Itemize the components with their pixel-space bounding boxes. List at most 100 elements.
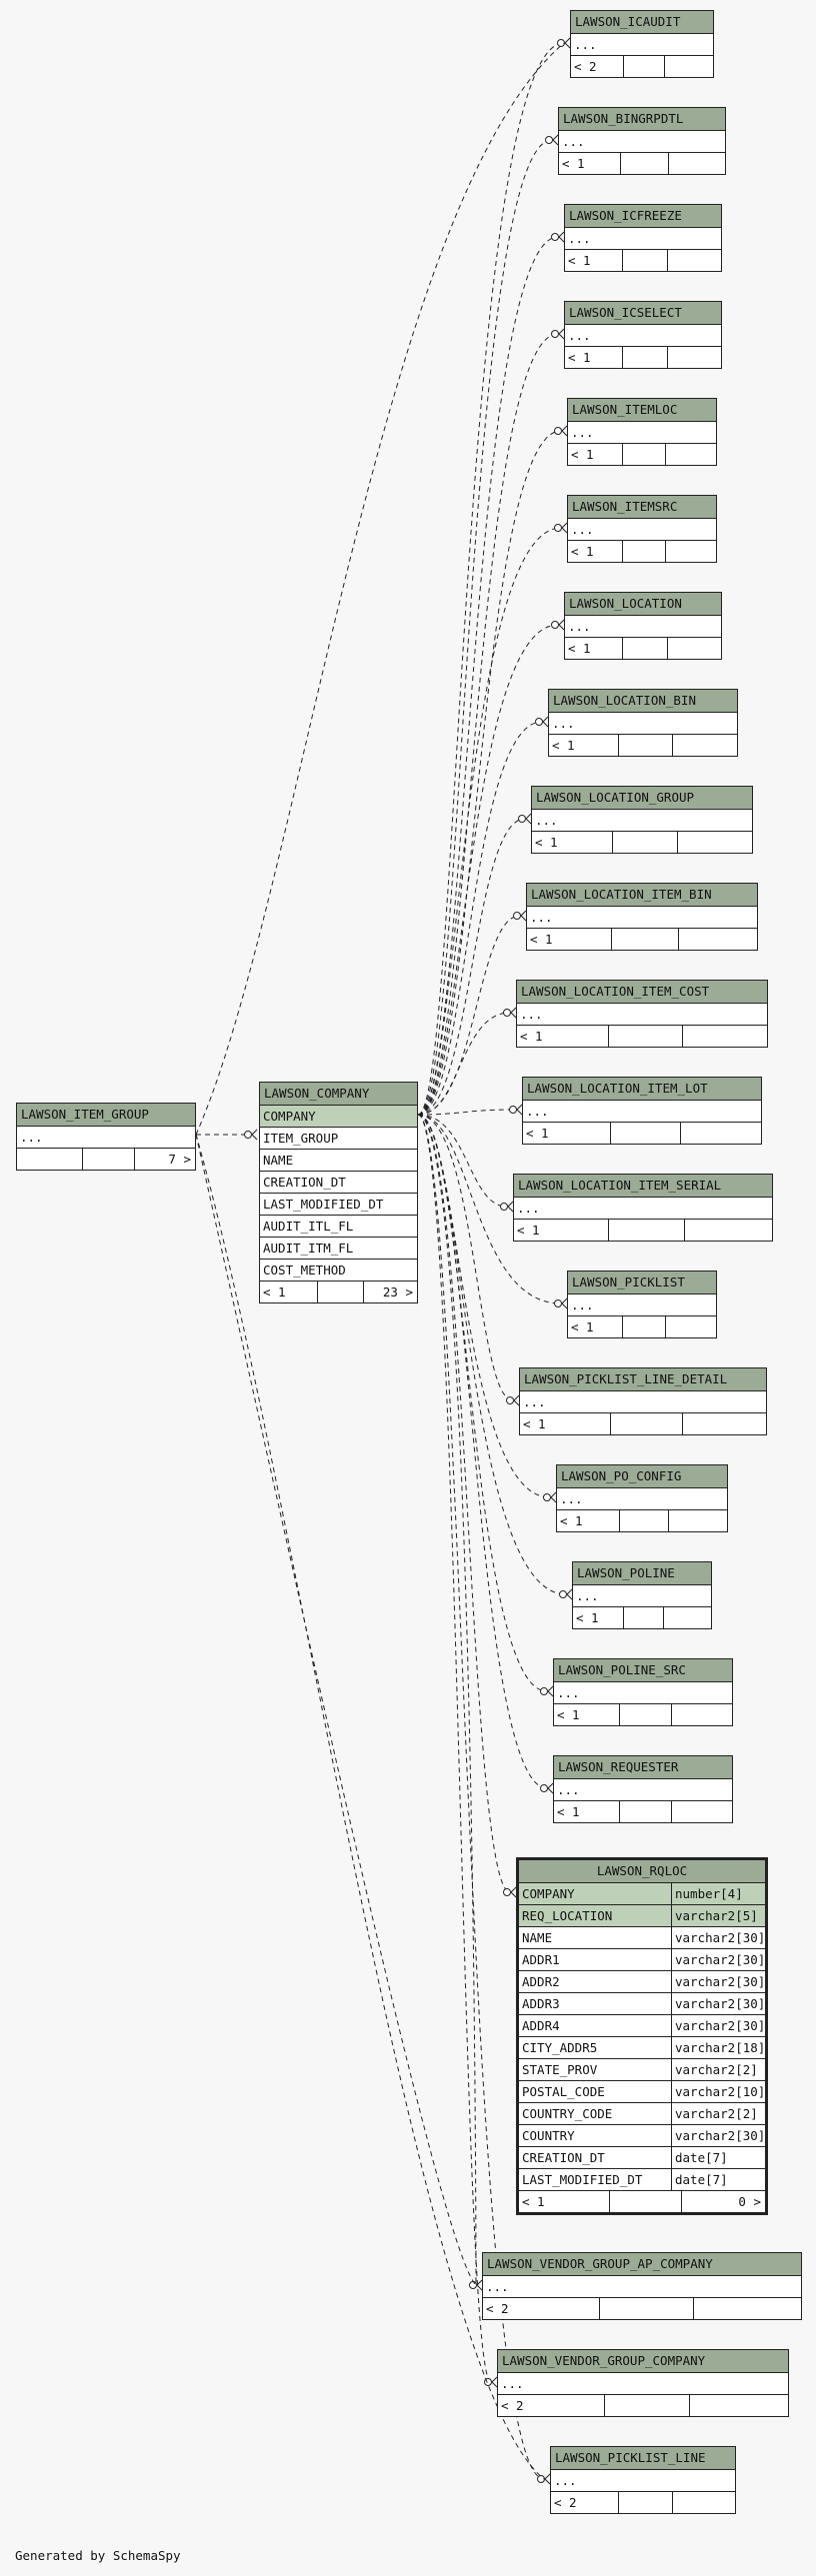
table-lawson-picklist[interactable]: LAWSON_PICKLIST...< 1 bbox=[567, 1271, 717, 1338]
table-column: ... bbox=[520, 1391, 766, 1413]
table-column: ... bbox=[527, 907, 757, 929]
table-column: ... bbox=[483, 2276, 801, 2298]
table-header: LAWSON_REQUESTER bbox=[554, 1756, 732, 1779]
table-lawson-po-config[interactable]: LAWSON_PO_CONFIG...< 1 bbox=[556, 1464, 728, 1532]
table-header: LAWSON_LOCATION_ITEM_SERIAL bbox=[514, 1175, 772, 1198]
table-footer: 7 > bbox=[17, 1149, 195, 1170]
relationship-edge bbox=[417, 721, 543, 1116]
table-footer: < 2 bbox=[483, 2298, 801, 2319]
table-lawson-vendor-group-ap-company[interactable]: LAWSON_VENDOR_GROUP_AP_COMPANY...< 2 bbox=[482, 2252, 802, 2320]
crows-foot-marker bbox=[551, 328, 565, 340]
table-column: ... bbox=[568, 422, 716, 444]
table-lawson-picklist-line-detail[interactable]: LAWSON_PICKLIST_LINE_DETAIL...< 1 bbox=[519, 1367, 767, 1435]
table-header: LAWSON_LOCATION bbox=[565, 593, 721, 616]
crows-foot-marker bbox=[513, 910, 527, 922]
table-footer: < 1 bbox=[565, 250, 721, 271]
table-lawson-itemloc[interactable]: LAWSON_ITEMLOC...< 1 bbox=[567, 398, 717, 466]
table-column: ITEM_GROUP bbox=[260, 1128, 417, 1150]
table-header: LAWSON_PICKLIST_LINE bbox=[551, 2447, 735, 2470]
table-lawson-poline[interactable]: LAWSON_POLINE...< 1 bbox=[572, 1561, 712, 1629]
table-footer: < 1 bbox=[565, 638, 721, 659]
table-footer: < 2 bbox=[551, 2492, 735, 2513]
relationship-edge bbox=[417, 1114, 548, 1789]
table-lawson-poline-src[interactable]: LAWSON_POLINE_SRC...< 1 bbox=[553, 1658, 733, 1726]
table-header: LAWSON_ICFREEZE bbox=[565, 205, 721, 228]
table-column: ... bbox=[514, 1198, 772, 1220]
crows-foot-marker bbox=[551, 231, 565, 243]
table-column: ... bbox=[571, 34, 713, 56]
table-lawson-location-item-serial[interactable]: LAWSON_LOCATION_ITEM_SERIAL...< 1 bbox=[513, 1174, 773, 1242]
crows-foot-marker bbox=[554, 425, 568, 437]
table-column: CREATION_DT bbox=[260, 1172, 417, 1194]
crows-foot-marker bbox=[551, 619, 565, 631]
table-header: LAWSON_LOCATION_ITEM_BIN bbox=[527, 884, 757, 907]
crows-foot-marker bbox=[540, 1685, 554, 1697]
crows-foot-marker bbox=[554, 1297, 568, 1309]
table-footer: < 1 bbox=[568, 444, 716, 465]
relationship-edge bbox=[417, 1114, 492, 2383]
table-column: ... bbox=[498, 2373, 788, 2395]
table-lawson-location-bin[interactable]: LAWSON_LOCATION_BIN...< 1 bbox=[548, 689, 738, 757]
table-column: AUDIT_ITM_FL bbox=[260, 1238, 417, 1260]
table-lawson-location-item-lot[interactable]: LAWSON_LOCATION_ITEM_LOT...< 1 bbox=[522, 1077, 762, 1145]
table-lawson-requester[interactable]: LAWSON_REQUESTER...< 1 bbox=[553, 1755, 733, 1823]
relationship-edge bbox=[417, 624, 559, 1116]
table-footer: < 1 bbox=[520, 1413, 766, 1434]
table-column: ... bbox=[554, 1779, 732, 1801]
table-header: LAWSON_PICKLIST_LINE_DETAIL bbox=[520, 1368, 766, 1391]
crows-foot-marker bbox=[503, 1007, 517, 1019]
table-lawson-icselect[interactable]: LAWSON_ICSELECT...< 1 bbox=[564, 301, 722, 369]
crows-foot-marker bbox=[506, 1394, 520, 1406]
crows-foot-marker bbox=[500, 1201, 514, 1213]
table-lawson-icfreeze[interactable]: LAWSON_ICFREEZE...< 1 bbox=[564, 204, 722, 272]
table-header: LAWSON_POLINE_SRC bbox=[554, 1659, 732, 1682]
table-lawson-picklist-line[interactable]: LAWSON_PICKLIST_LINE...< 2 bbox=[550, 2446, 736, 2514]
table-footer: < 2 bbox=[571, 56, 713, 77]
relationship-edge bbox=[417, 1114, 562, 1304]
table-header: LAWSON_VENDOR_GROUP_AP_COMPANY bbox=[483, 2253, 801, 2276]
table-lawson-vendor-group-company[interactable]: LAWSON_VENDOR_GROUP_COMPANY...< 2 bbox=[497, 2349, 789, 2417]
table-column: NAME bbox=[260, 1150, 417, 1172]
table-column: COMPANY bbox=[260, 1106, 417, 1128]
table-column: LAST_MODIFIED_DT bbox=[260, 1194, 417, 1216]
table-header: LAWSON_ICSELECT bbox=[565, 302, 721, 325]
table-footer: < 1 bbox=[568, 541, 716, 562]
table-lawson-location-group[interactable]: LAWSON_LOCATION_GROUP...< 1 bbox=[531, 786, 753, 854]
table-column: ... bbox=[517, 1004, 767, 1026]
table-lawson-item-group[interactable]: LAWSON_ITEM_GROUP ... 7 > bbox=[16, 1103, 196, 1171]
table-header: LAWSON_VENDOR_GROUP_COMPANY bbox=[498, 2350, 788, 2373]
table-lawson-icaudit[interactable]: LAWSON_ICAUDIT...< 2 bbox=[570, 10, 714, 78]
crows-foot-marker bbox=[509, 1104, 523, 1116]
table-lawson-location-item-cost[interactable]: LAWSON_LOCATION_ITEM_COST...< 1 bbox=[516, 980, 768, 1048]
table-column: ... bbox=[559, 131, 725, 153]
table-footer: < 1 bbox=[554, 1704, 732, 1725]
table-column: ... bbox=[532, 810, 752, 832]
generated-by-label: Generated by SchemaSpy bbox=[15, 2548, 181, 2563]
table-footer: < 1 bbox=[527, 929, 757, 950]
table-footer: < 1 bbox=[568, 1316, 716, 1337]
table-header: LAWSON_LOCATION_ITEM_LOT bbox=[523, 1078, 761, 1101]
table-lawson-location-item-bin[interactable]: LAWSON_LOCATION_ITEM_BIN...< 1 bbox=[526, 883, 758, 951]
table-lawson-bingrpdtl[interactable]: LAWSON_BINGRPDTL...< 1 bbox=[558, 107, 726, 175]
crows-foot-marker bbox=[484, 2376, 498, 2388]
crows-foot-marker bbox=[244, 1129, 258, 1141]
relationship-edge bbox=[417, 1114, 511, 1893]
crows-foot-marker bbox=[540, 1782, 554, 1794]
table-lawson-location[interactable]: LAWSON_LOCATION...< 1 bbox=[564, 592, 722, 660]
relationship-edge bbox=[417, 1114, 477, 2286]
table-footer: < 1 bbox=[573, 1607, 711, 1628]
table-lawson-itemsrc[interactable]: LAWSON_ITEMSRC...< 1 bbox=[567, 495, 717, 563]
